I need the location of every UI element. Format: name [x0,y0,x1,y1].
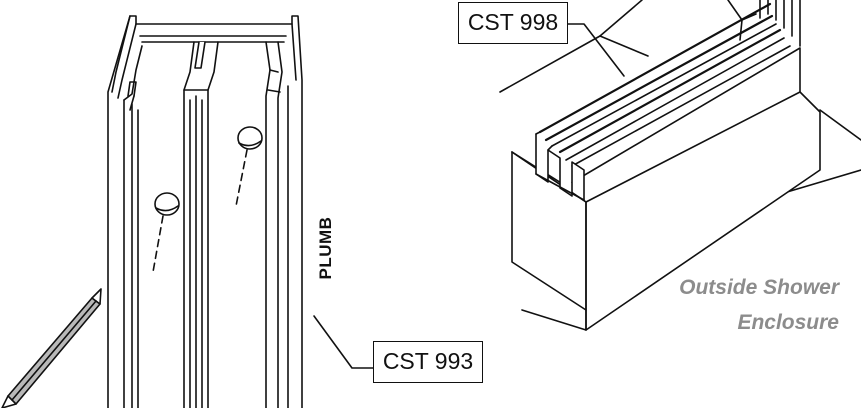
caption-line-2: Enclosure [737,311,839,334]
leader-line-998 [567,23,625,77]
caption: Outside Shower Enclosure [679,270,839,340]
caption-line-1: Outside Shower [679,276,839,299]
callout-cst-993: CST 993 [373,341,483,383]
callout-cst-998: CST 998 [458,2,568,44]
channel-profile-horizontal [535,0,793,201]
sill-block [499,0,861,331]
channel-profile-vertical [107,15,374,408]
plumb-label: PLUMB [316,216,335,280]
pencil-icon [1,288,102,408]
